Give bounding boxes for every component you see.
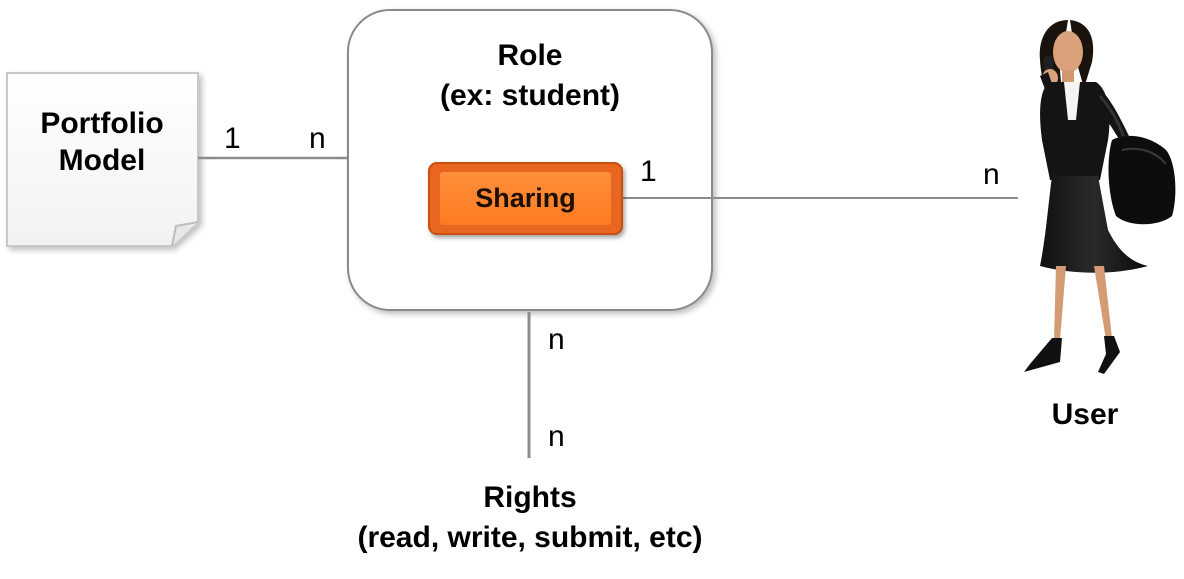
role-title: Role [497, 39, 563, 72]
role-label: Role (ex: student) [348, 36, 712, 116]
sharing-button[interactable]: Sharing [428, 162, 623, 235]
user-label: User [1051, 398, 1119, 431]
multiplicity-portfolio-side: 1 [224, 122, 241, 155]
multiplicity-role-left-side: n [309, 122, 326, 155]
user-figure-icon [1024, 20, 1176, 374]
rights-label: Rights (read, write, submit, etc) [280, 478, 780, 558]
rights-list: (read, write, submit, etc) [357, 521, 703, 554]
multiplicity-user-side: n [983, 158, 1000, 191]
portfolio-model-line-1: Portfolio [40, 107, 164, 140]
multiplicity-role-bottom-side: n [548, 323, 565, 356]
portfolio-model-line-2: Model [58, 144, 146, 177]
role-box [347, 9, 713, 311]
portfolio-model-document-icon [6, 72, 199, 247]
portfolio-model-label: Portfolio Model [14, 105, 190, 179]
multiplicity-sharing-side: 1 [640, 155, 657, 188]
rights-title: Rights [483, 481, 577, 514]
sharing-label: Sharing [440, 172, 611, 225]
role-example: (ex: student) [440, 79, 620, 112]
multiplicity-rights-side: n [548, 420, 565, 453]
